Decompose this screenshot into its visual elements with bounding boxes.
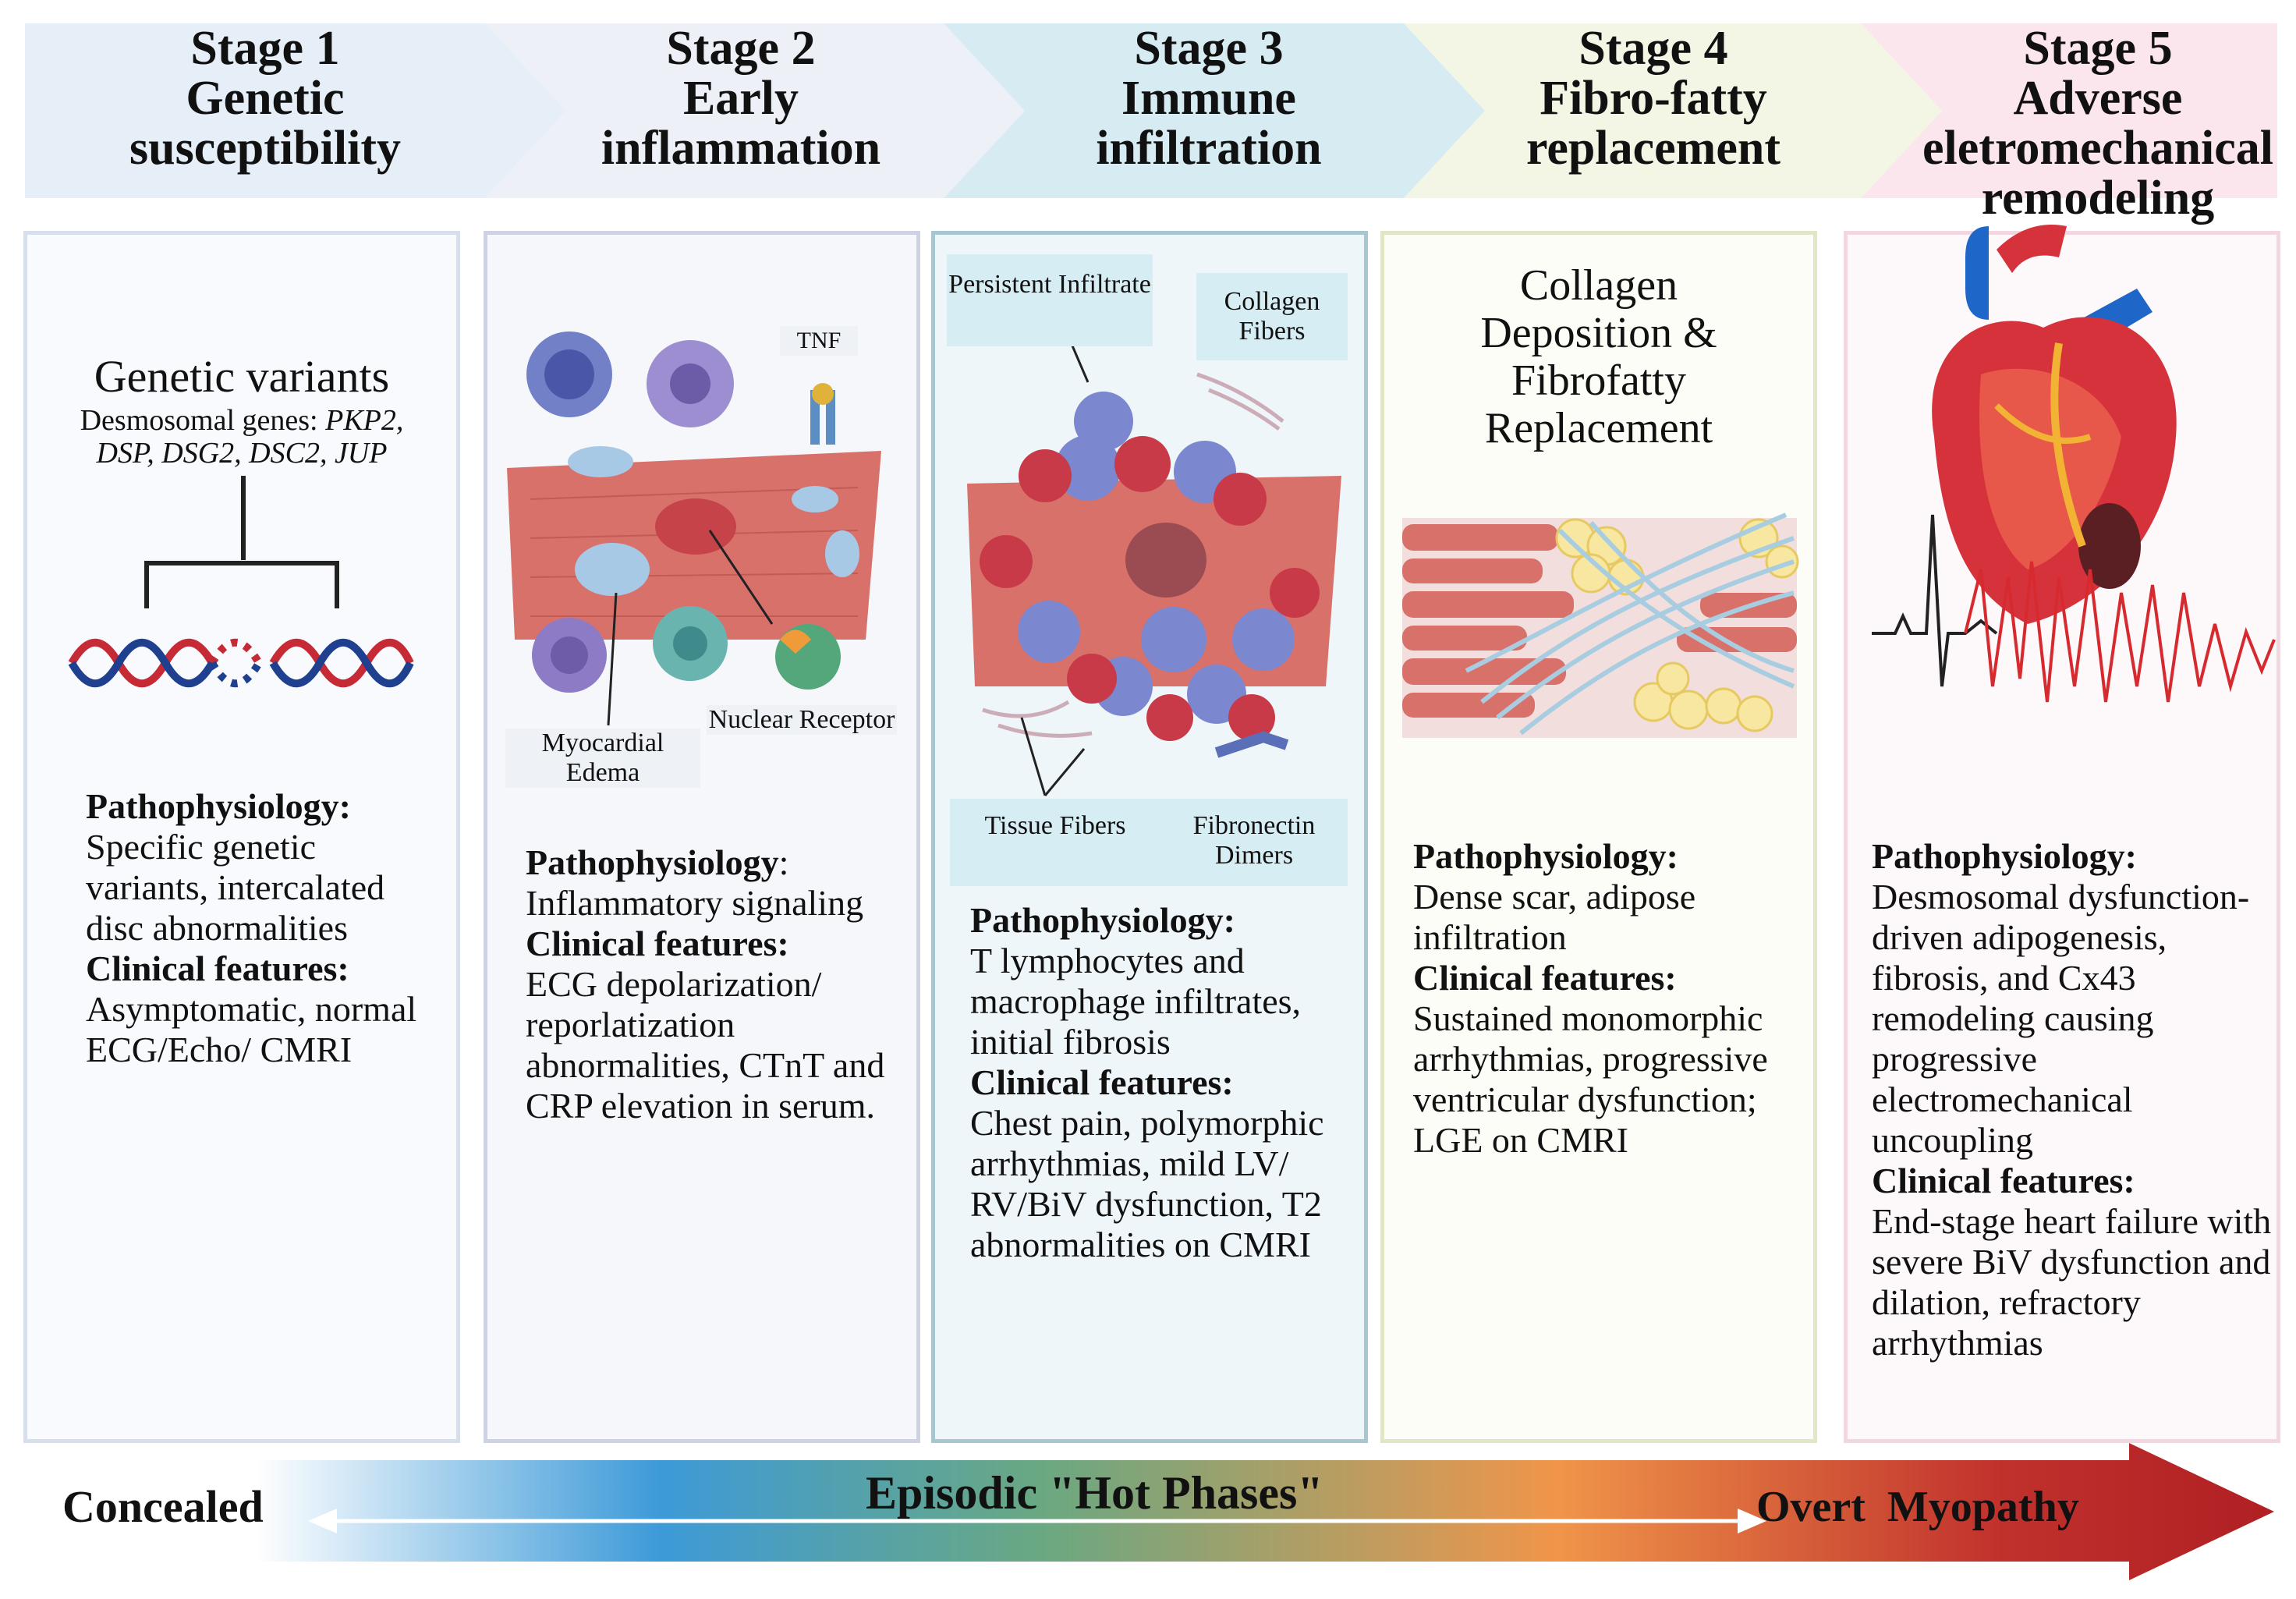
stage-5-description: Pathophysiology: Desmosomal dysfunction-… <box>1872 836 2277 1363</box>
stage-1-name-line2: susceptibility <box>129 122 401 175</box>
stage-4-name-line2: replacement <box>1526 122 1780 175</box>
stage-1-clinical-label: Clinical features: <box>86 948 349 988</box>
stage-2-name-line1: Early <box>682 72 799 125</box>
stage-1-patho-text: Specific genetic variants, intercalated … <box>86 827 385 948</box>
stage-3-patho-label: Pathophysiology: <box>970 900 1235 940</box>
stage-4-clinical-text: Sustained monomorphic arrhythmias, progr… <box>1413 998 1768 1160</box>
stage-3-clinical-label: Clinical features: <box>970 1062 1234 1102</box>
stage-2-patho-text: Inflammatory signaling <box>526 883 864 923</box>
stage-5-name-line2: eletromechanical <box>1922 122 2273 175</box>
nuclear-receptor-label: Nuclear Receptor <box>707 705 897 735</box>
stage-chevrons <box>25 23 2277 198</box>
stage-3-chevron <box>944 23 1485 198</box>
desmosomal-genes-text: Desmosomal genes: PKP2, DSP, DSG2, DSC2,… <box>31 404 452 470</box>
stage-4-patho-label: Pathophysiology: <box>1413 836 1678 876</box>
stage-4-description: Pathophysiology: Dense scar, adipose inf… <box>1413 836 1819 1161</box>
stage-3-patho-text: T lymphocytes and macrophage infiltrates… <box>970 941 1302 1062</box>
stage-3-name-line2: infiltration <box>1096 122 1322 175</box>
stage-2-patho-colon: : <box>778 842 789 882</box>
stage-2-panel <box>484 231 920 1443</box>
stage-5-clinical-label: Clinical features: <box>1872 1161 2135 1200</box>
stage-2-title: Stage 2 Early inflammation <box>562 23 920 173</box>
stage-5-number: Stage 5 <box>2023 22 2173 75</box>
stage-2-name-line2: inflammation <box>601 122 881 175</box>
stage-4-clinical-label: Clinical features: <box>1413 958 1677 998</box>
stage-5-patho-label: Pathophysiology: <box>1872 836 2137 876</box>
stage-2-patho-label: Pathophysiology <box>526 842 779 882</box>
persistent-infiltrate-label: Persistent Infiltrate <box>947 254 1153 346</box>
tnf-label: TNF <box>780 326 858 356</box>
stage-2-clinical-label: Clinical features: <box>526 924 789 963</box>
stage-4-name-line1: Fibro-fatty <box>1540 72 1767 125</box>
stage-1-panel <box>23 231 460 1443</box>
stage-3-number: Stage 3 <box>1134 22 1284 75</box>
stage-1-clinical-text: Asymptomatic, normal ECG/Echo/ CMRI <box>86 989 417 1069</box>
stage-5-name-line3: remodeling <box>1981 172 2215 225</box>
stage-3-title: Stage 3 Immune infiltration <box>1029 23 1388 173</box>
stage-4-title: Stage 4 Fibro-fatty replacement <box>1474 23 1833 173</box>
collagen-fibers-label: Collagen Fibers <box>1196 273 1348 360</box>
stage-4-chevron <box>1404 23 1942 198</box>
stage-4-patho-text: Dense scar, adipose infiltration <box>1413 877 1696 957</box>
stage-1-name-line1: Genetic <box>186 72 345 125</box>
stage-1-description: Pathophysiology: Specific genetic varian… <box>86 786 429 1070</box>
stage-3-name-line1: Immune <box>1121 72 1296 125</box>
tissue-fibers-label: Tissue Fibers <box>950 799 1160 886</box>
genes-line1: PKP2, <box>325 404 404 437</box>
stage-1-number: Stage 1 <box>190 22 340 75</box>
stage-1-title: Stage 1 Genetic susceptibility <box>86 23 445 173</box>
concealed-label: Concealed <box>62 1481 264 1532</box>
stage-5-name-line1: Adverse <box>2013 72 2183 125</box>
stage-4-number: Stage 4 <box>1578 22 1728 75</box>
hot-phases-label: Episodic "Hot Phases" <box>866 1467 1323 1519</box>
stage-1-chevron <box>25 23 566 198</box>
stage-2-description: Pathophysiology: Inflammatory signaling … <box>526 842 916 1126</box>
stage-2-clinical-text: ECG depolarization/ reporlatization abno… <box>526 964 885 1126</box>
collagen-deposition-heading: Collagen Deposition & Fibrofatty Replace… <box>1480 261 1717 452</box>
stage-5-patho-text: Desmosomal dysfunction-driven adipogenes… <box>1872 877 2250 1160</box>
stage-3-description: Pathophysiology: T lymphocytes and macro… <box>970 900 1352 1265</box>
genes-line2: DSP, DSG2, DSC2, JUP <box>96 437 388 470</box>
stage-2-chevron <box>485 23 1025 198</box>
genes-prefix: Desmosomal genes: <box>80 404 318 437</box>
stage-5-clinical-text: End-stage heart failure with severe BiV … <box>1872 1201 2272 1363</box>
myocardial-edema-label: Myocardial Edema <box>505 729 700 788</box>
stage-1-patho-label: Pathophysiology: <box>86 786 351 826</box>
stage-5-chevron <box>1861 23 2277 198</box>
stage-5-title: Stage 5 Adverse eletromechanical remodel… <box>1903 23 2293 223</box>
stage-3-clinical-text: Chest pain, polymorphic arrhythmias, mil… <box>970 1103 1324 1264</box>
fibronectin-dimers-label: Fibronectin Dimers <box>1160 799 1348 886</box>
overt-myopathy-label: Overt Myopathy <box>1756 1483 2079 1531</box>
genetic-variants-heading: Genetic variants <box>94 351 390 402</box>
stage-2-number: Stage 2 <box>666 22 816 75</box>
stage-4-panel <box>1380 231 1817 1443</box>
